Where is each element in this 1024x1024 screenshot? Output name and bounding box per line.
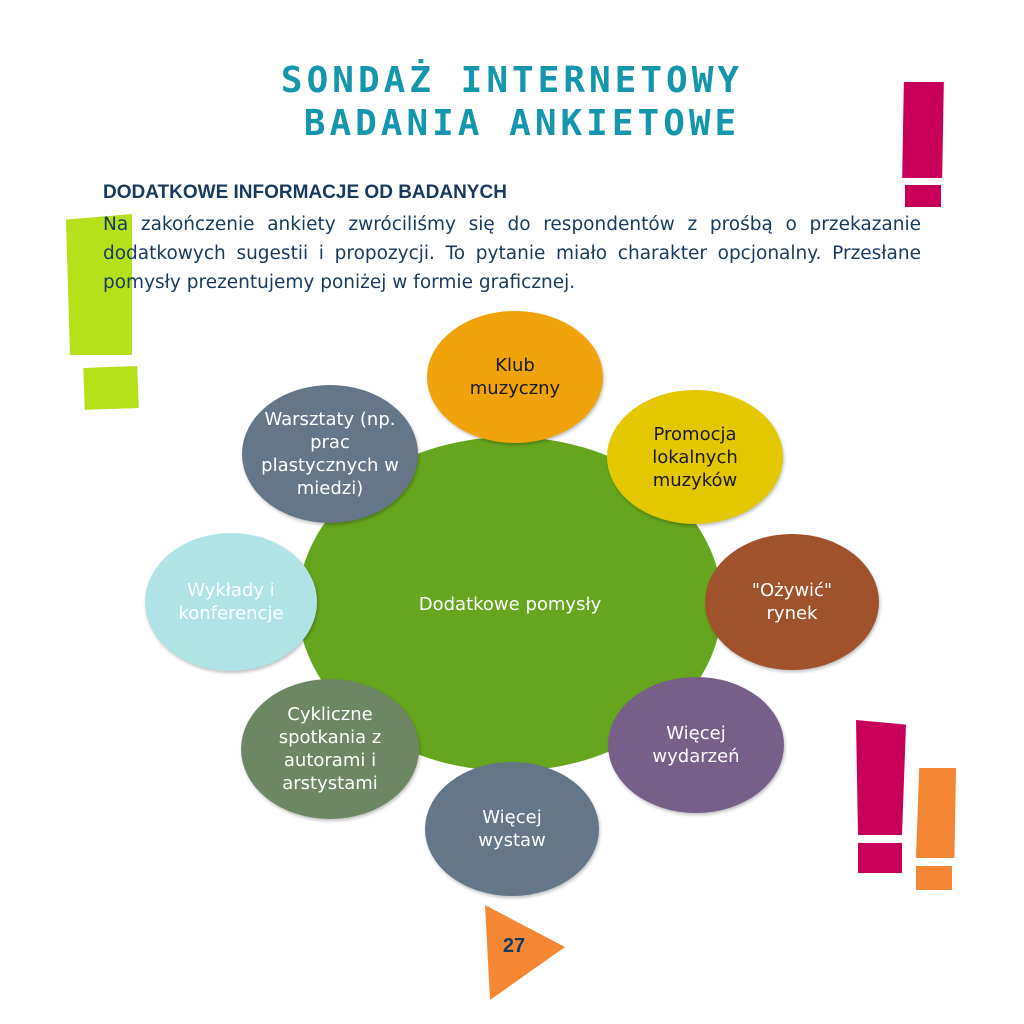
- exclamation-icon-pink-top: [900, 82, 944, 207]
- diagram-node-label: Warsztaty (np. prac plastycznych w miedz…: [261, 409, 399, 499]
- triangle-icon: [485, 905, 565, 1000]
- section-heading: DODATKOWE INFORMACJE OD BADANYCH: [103, 182, 507, 203]
- diagram-node-promocja: Promocja lokalnych muzyków: [607, 390, 783, 524]
- diagram-node-label: "Ożywić" rynek: [751, 580, 833, 624]
- diagram-node-label: Więcej wydarzeń: [652, 723, 740, 767]
- diagram-node-ozywic-rynek: "Ożywić" rynek: [705, 534, 879, 670]
- diagram-node-label: Cykliczne spotkania z autorami i arstyst…: [278, 704, 382, 794]
- diagram-node-warsztaty: Warsztaty (np. prac plastycznych w miedz…: [242, 385, 418, 523]
- page-number: 27: [502, 935, 526, 957]
- page-title-line2: BADANIA ANKIETOWE: [303, 103, 741, 144]
- exclamation-icon-orange-bottom: [914, 768, 956, 890]
- page-number-badge: [485, 905, 565, 1000]
- exclamation-icon-lime-left: [66, 214, 140, 410]
- diagram-node-wyklady: Wykłady i konferencje: [145, 533, 317, 671]
- diagram-node-wiecej-wystaw: Więcej wystaw: [425, 762, 599, 896]
- diagram-node-label: Klub muzyczny: [469, 355, 561, 399]
- diagram-center-label: Dodatkowe pomysły: [418, 593, 602, 615]
- diagram-node-cykliczne-spotkania: Cykliczne spotkania z autorami i arstyst…: [241, 679, 419, 819]
- diagram-node-label: Wykłady i konferencje: [178, 580, 284, 624]
- diagram-node-wiecej-wydarzen: Więcej wydarzeń: [608, 677, 784, 813]
- exclamation-icon-pink-bottom: [856, 720, 906, 873]
- diagram-node-label: Więcej wystaw: [478, 807, 546, 851]
- section-body-text: Na zakończenie ankiety zwróciliśmy się d…: [103, 214, 921, 293]
- page-title-line1: SONDAŻ INTERNETOWY: [280, 60, 744, 101]
- diagram-node-label: Promocja lokalnych muzyków: [652, 423, 738, 491]
- diagram-node-klub-muzyczny: Klub muzyczny: [427, 311, 603, 443]
